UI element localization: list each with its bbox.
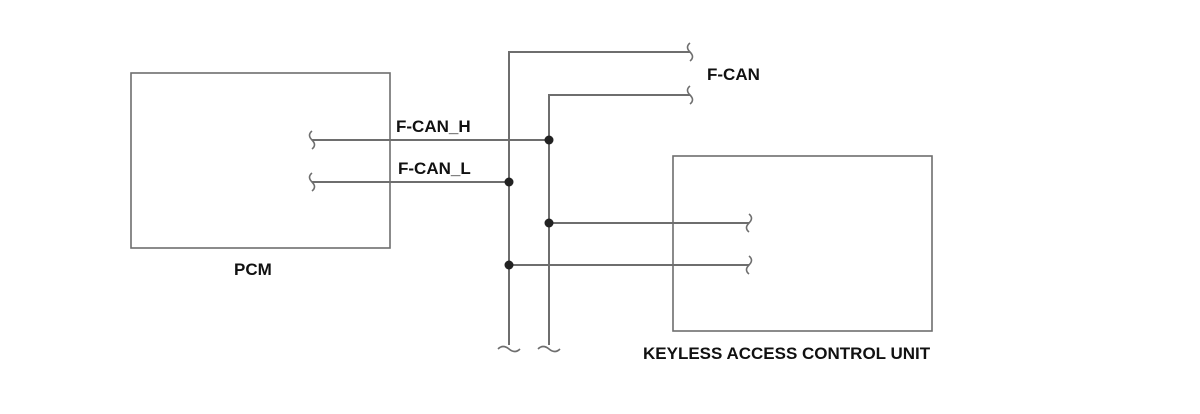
- junction-dot: [504, 177, 514, 187]
- junction-dot: [504, 260, 514, 270]
- fcan-high-bottom-break-icon: [537, 345, 561, 353]
- fcan-high-trunk: [548, 94, 690, 345]
- keyless-fcan-h-break-icon: [745, 213, 753, 233]
- pcm-fcan-h-break-icon: [308, 130, 316, 150]
- junction-dot: [544, 218, 554, 228]
- junction-dot: [544, 135, 554, 145]
- fcan-low-trunk: [508, 51, 690, 345]
- pcm-box: [130, 72, 391, 249]
- fcan-high-top-break-icon: [686, 85, 694, 105]
- pcm-label: PCM: [234, 260, 272, 279]
- fcan-low-top-break-icon: [686, 42, 694, 62]
- fcan-l-label: F-CAN_L: [398, 159, 471, 178]
- keyless-unit-label: KEYLESS ACCESS CONTROL UNIT: [643, 344, 931, 363]
- pcm-fcan-l-break-icon: [308, 172, 316, 192]
- keyless-fcan-l-break-icon: [745, 255, 753, 275]
- fcan-bus-label: F-CAN: [707, 65, 760, 84]
- fcan-low-bottom-break-icon: [497, 345, 521, 353]
- keyless-unit-box: [672, 155, 933, 332]
- fcan-h-label: F-CAN_H: [396, 117, 471, 136]
